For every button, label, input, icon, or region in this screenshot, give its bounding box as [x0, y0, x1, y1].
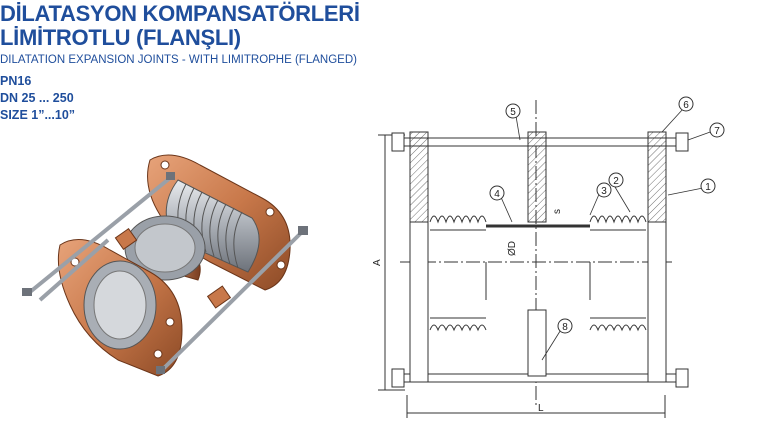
- limit-rods: [28, 176, 304, 374]
- spec-size-range: SIZE 1”...10”: [0, 108, 76, 122]
- drawing-flanges: [409, 131, 667, 383]
- callout-8: 8: [557, 318, 573, 334]
- callout-2: 2: [608, 172, 624, 188]
- callout-4: 4: [489, 185, 505, 201]
- svg-text:7: 7: [714, 126, 720, 137]
- callout-3: 3: [596, 182, 612, 198]
- title-line-2: LİMİTROTLU (FLANŞLI): [0, 25, 241, 50]
- spec-pressure: PN16: [0, 74, 32, 88]
- rod-nuts: [22, 172, 308, 374]
- part-callouts: 1 2 3 4 5 6 7 8: [489, 96, 725, 334]
- svg-text:3: 3: [601, 186, 607, 197]
- svg-text:5: 5: [510, 107, 516, 118]
- dim-thickness-label: s: [552, 209, 563, 214]
- flange-left: [57, 239, 183, 377]
- stop-block-1: [114, 227, 138, 251]
- drawing-bellows: [429, 215, 647, 332]
- svg-text:1: 1: [705, 182, 711, 193]
- callout-6: 6: [678, 96, 694, 112]
- svg-text:2: 2: [613, 176, 619, 187]
- svg-text:8: 8: [562, 322, 568, 333]
- svg-text:4: 4: [494, 189, 500, 200]
- page-title: DİLATASYON KOMPANSATÖRLERİ LİMİTROTLU (F…: [0, 2, 360, 50]
- spec-dn-range: DN 25 ... 250: [0, 91, 74, 105]
- page-subtitle: DILATATION EXPANSION JOINTS - WITH LIMIT…: [0, 54, 357, 66]
- callout-5: 5: [505, 103, 521, 119]
- dim-diameter-label: ØD: [507, 241, 518, 256]
- pipe-bore-inner: [134, 223, 196, 273]
- bellows-right: [165, 179, 260, 273]
- stop-block-2: [206, 285, 232, 309]
- callout-1: 1: [700, 178, 716, 194]
- dim-height-label: A: [372, 259, 383, 266]
- callout-7: 7: [709, 122, 725, 138]
- dim-length-label: L: [538, 403, 544, 414]
- svg-text:6: 6: [683, 100, 689, 111]
- title-line-1: DİLATASYON KOMPANSATÖRLERİ: [0, 1, 360, 26]
